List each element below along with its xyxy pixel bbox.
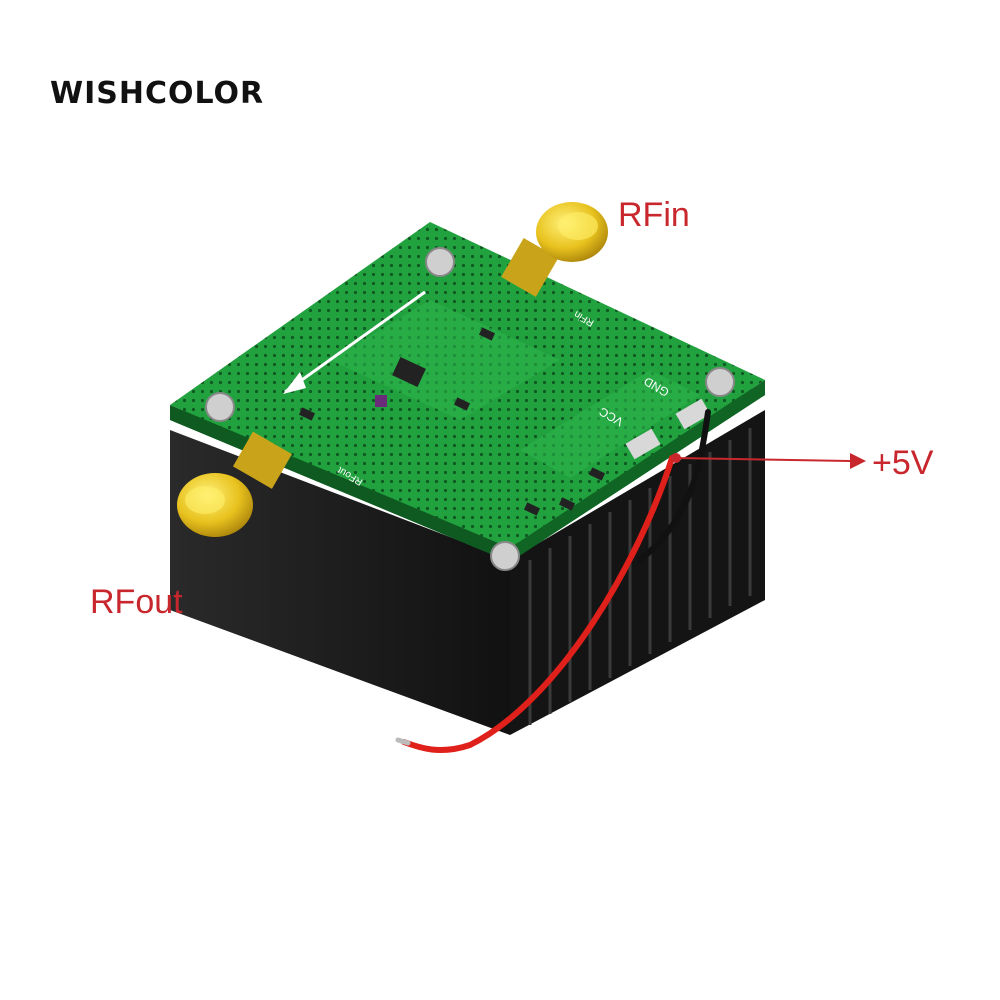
mounting-screws <box>205 247 735 571</box>
rf-in-connector <box>501 202 608 297</box>
brand-logo: WISHCOLOR <box>50 76 265 111</box>
smd-components <box>298 327 606 516</box>
pcb-board: GND VCC RFin RFout <box>170 222 765 571</box>
rf-out-label: RFout <box>90 583 183 621</box>
rf-out-connector <box>177 431 292 537</box>
supply-callout-arrow <box>671 453 866 469</box>
power-wires <box>395 409 711 753</box>
supply-voltage-label: +5V <box>872 444 934 482</box>
rf-in-label: RFin <box>618 196 690 234</box>
